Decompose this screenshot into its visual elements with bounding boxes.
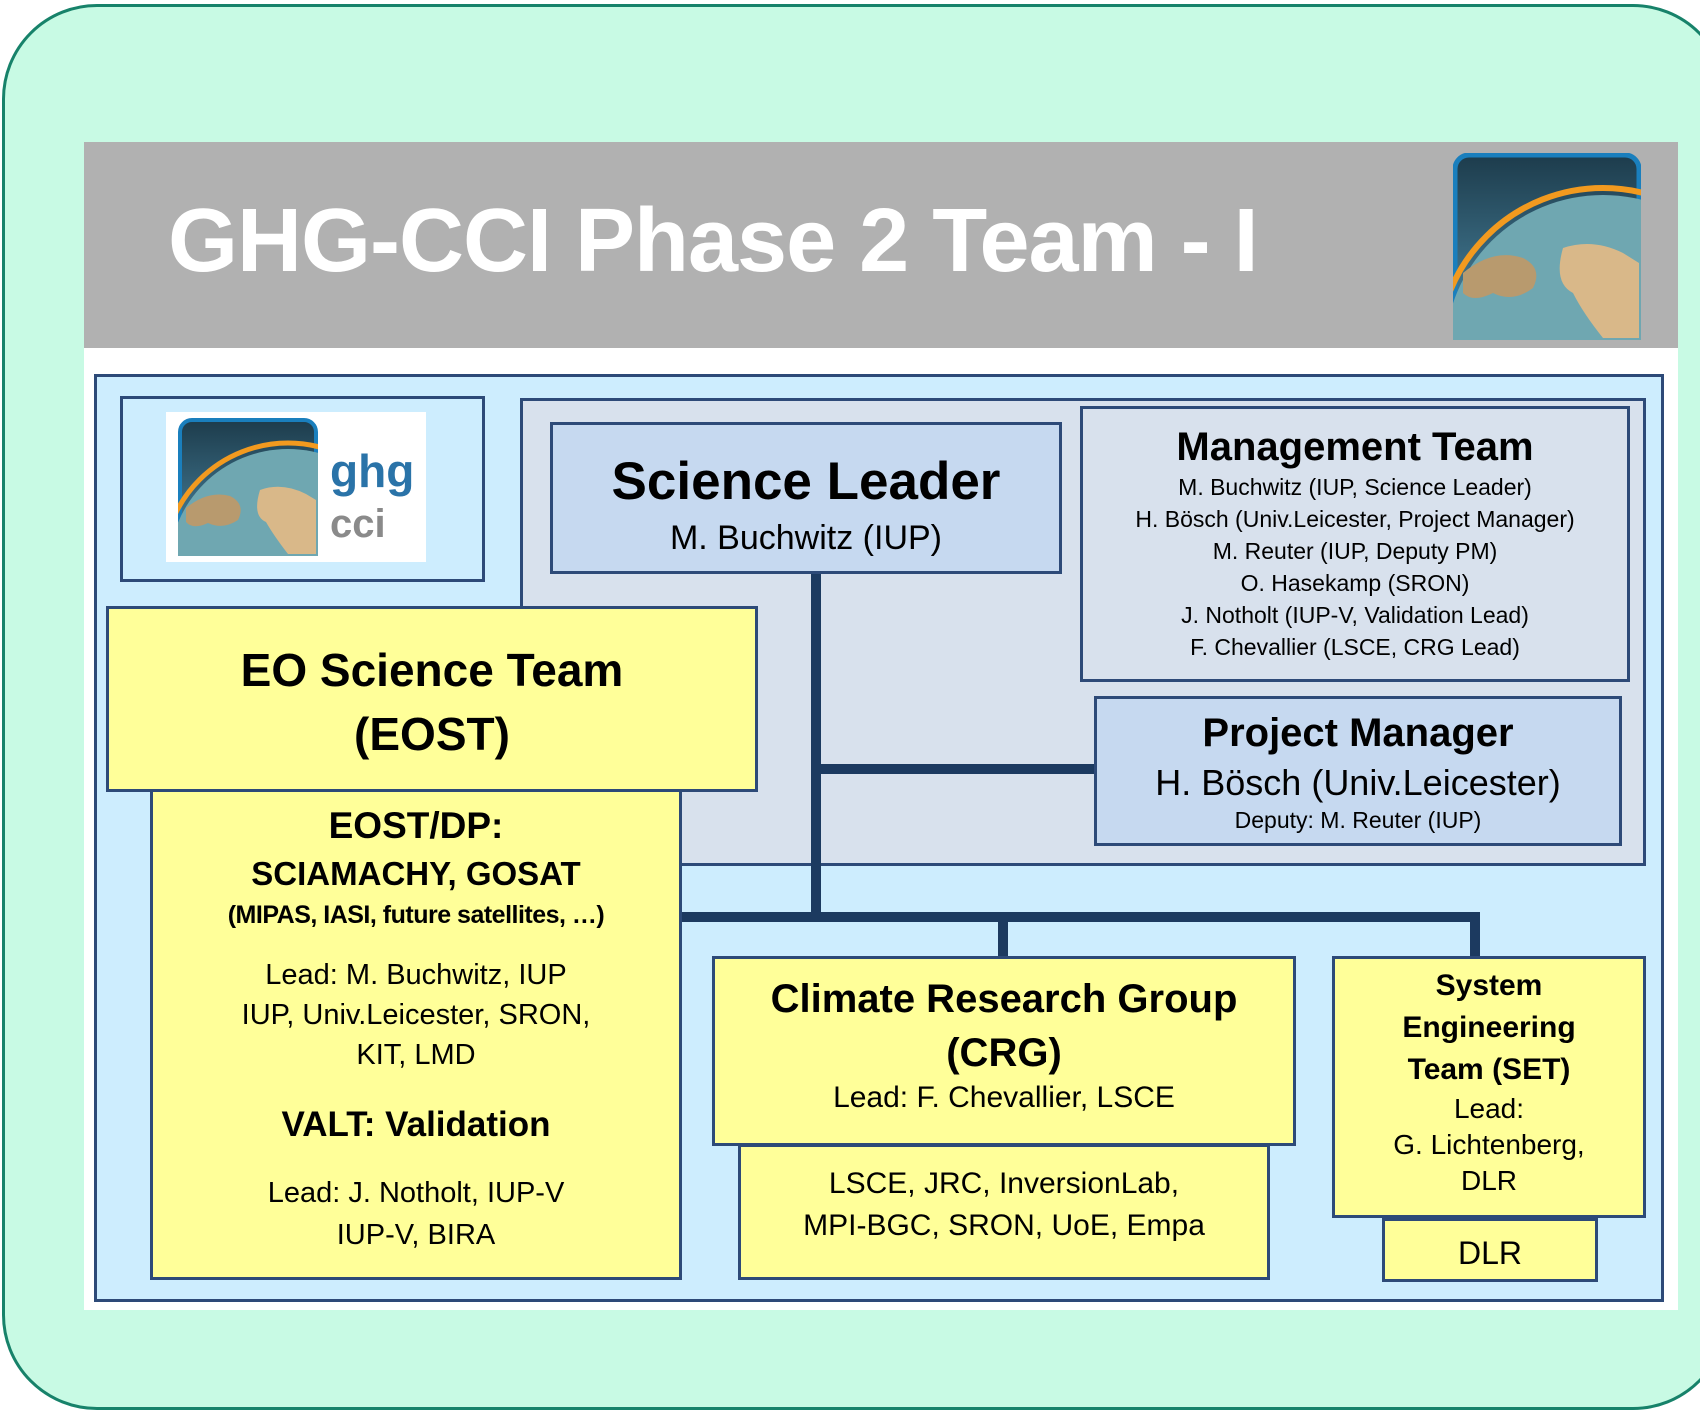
management-member: M. Buchwitz (IUP, Science Leader) — [1178, 474, 1532, 500]
project-manager-title: Project Manager — [1202, 711, 1514, 755]
crg-title: Climate Research Group — [770, 977, 1238, 1021]
eost-dp-members: KIT, LMD — [356, 1039, 476, 1071]
title-bar — [84, 142, 1678, 348]
science-leader-box: Science Leader M. Buchwitz (IUP) — [550, 422, 1062, 574]
connector-line — [998, 912, 1008, 958]
science-leader-name: M. Buchwitz (IUP) — [669, 519, 943, 557]
crg-lead: Lead: F. Chevallier, LSCE — [833, 1081, 1175, 1114]
crg-members-box: LSCE, JRC, InversionLab, MPI-BGC, SRON, … — [738, 1144, 1270, 1280]
connector-line — [680, 912, 1480, 922]
slide-title: GHG-CCI Phase 2 Team - I — [168, 191, 1259, 291]
set-lead-name: G. Lichtenberg, — [1393, 1129, 1585, 1160]
globe-logo-icon — [178, 418, 318, 556]
connector-line — [811, 574, 821, 922]
crg-abbrev: (CRG) — [946, 1031, 1062, 1075]
management-member: M. Reuter (IUP, Deputy PM) — [1212, 538, 1498, 564]
set-lead: Lead: — [1453, 1093, 1525, 1124]
set-members: DLR — [1457, 1235, 1522, 1271]
management-member: O. Hasekamp (SRON) — [1240, 570, 1470, 596]
project-manager-name: H. Bösch (Univ.Leicester) — [1155, 762, 1561, 803]
crg-members: MPI-BGC, SRON, UoE, Empa — [803, 1209, 1205, 1242]
eost-title: EO Science Team — [240, 644, 624, 696]
management-member: F. Chevallier (LSCE, CRG Lead) — [1190, 634, 1520, 660]
crg-box: Climate Research Group (CRG) Lead: F. Ch… — [712, 956, 1296, 1146]
eost-dp-title: EOST/DP: — [328, 805, 504, 846]
globe-icon — [1453, 153, 1641, 340]
eost-dp-box: EOST/DP: SCIAMACHY, GOSAT (MIPAS, IASI, … — [150, 786, 682, 1280]
logo-text-ghg: ghg — [330, 445, 415, 497]
logo-text-cci: cci — [330, 502, 386, 546]
eost-abbrev: (EOST) — [354, 708, 510, 760]
set-title: Team (SET) — [1407, 1053, 1571, 1086]
eost-dp-lead: Lead: M. Buchwitz, IUP — [265, 959, 567, 991]
valt-title: VALT: Validation — [281, 1105, 551, 1144]
project-manager-box: Project Manager H. Bösch (Univ.Leicester… — [1094, 696, 1622, 846]
eost-dp-future: (MIPAS, IASI, future satellites, …) — [227, 901, 605, 929]
management-member: J. Notholt (IUP-V, Validation Lead) — [1181, 602, 1529, 628]
management-team-box: Management Team M. Buchwitz (IUP, Scienc… — [1080, 406, 1630, 682]
set-members-box: DLR — [1382, 1218, 1598, 1282]
management-member: H. Bösch (Univ.Leicester, Project Manage… — [1135, 506, 1575, 532]
eost-dp-members: IUP, Univ.Leicester, SRON, — [241, 999, 591, 1031]
project-manager-deputy: Deputy: M. Reuter (IUP) — [1234, 807, 1482, 833]
connector-line — [816, 764, 1096, 774]
set-title: System — [1435, 969, 1543, 1002]
crg-members: LSCE, JRC, InversionLab, — [828, 1167, 1180, 1200]
set-title: Engineering — [1402, 1011, 1576, 1044]
connector-line — [1470, 912, 1480, 958]
set-box: System Engineering Team (SET) Lead: G. L… — [1332, 956, 1646, 1218]
set-lead-org: DLR — [1460, 1165, 1517, 1196]
valt-members: IUP-V, BIRA — [336, 1219, 496, 1251]
eost-dp-sensors: SCIAMACHY, GOSAT — [251, 855, 581, 892]
science-leader-title: Science Leader — [611, 452, 1001, 511]
eost-box: EO Science Team (EOST) — [106, 606, 758, 792]
valt-lead: Lead: J. Notholt, IUP-V — [267, 1177, 565, 1209]
management-team-title: Management Team — [1176, 425, 1534, 469]
